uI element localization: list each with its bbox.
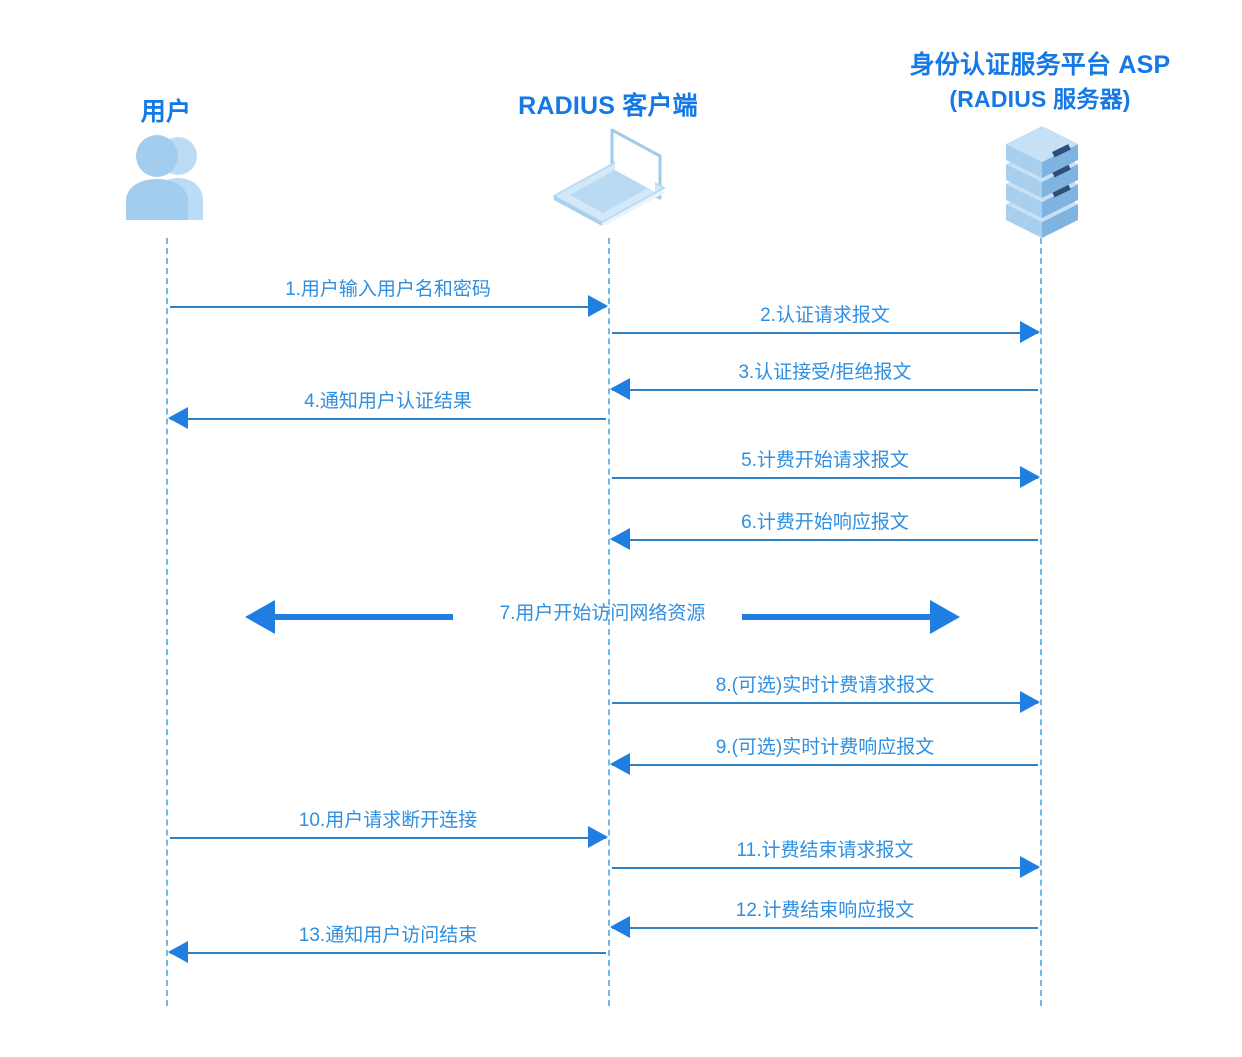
- message-line-4: [170, 418, 606, 420]
- message-line-1: [170, 306, 606, 308]
- arrow-head-left-icon: [610, 378, 630, 400]
- server-rack-icon: [996, 120, 1088, 240]
- actor-title-user: 用户: [36, 92, 296, 128]
- arrow-head-right-icon: [588, 826, 608, 848]
- arrow-head-right-icon: [930, 600, 960, 634]
- message-arrow-4: 4.通知用户认证结果: [168, 382, 606, 429]
- message-arrow-10: 10.用户请求断开连接: [170, 801, 608, 848]
- arrow-head-left-icon: [245, 600, 275, 634]
- arrow-head-right-icon: [1020, 691, 1040, 713]
- message-arrow-12: 12.计费结束响应报文: [610, 891, 1038, 938]
- actor-title-server-line1: 身份认证服务平台 ASP: [909, 51, 1171, 79]
- arrow-head-right-icon: [1020, 321, 1040, 343]
- message-line-11: [612, 867, 1038, 869]
- message-label-5: 5.计费开始请求报文: [741, 450, 909, 471]
- message-arrow-8: 8.(可选)实时计费请求报文: [612, 666, 1040, 713]
- message-arrow-13: 13.通知用户访问结束: [168, 916, 606, 963]
- message-arrow-3: 3.认证接受/拒绝报文: [610, 353, 1038, 400]
- message-label-11: 11.计费结束请求报文: [736, 840, 914, 861]
- arrow-head-left-icon: [168, 407, 188, 429]
- arrow-head-right-icon: [588, 295, 608, 317]
- message-label-2: 2.认证请求报文: [760, 305, 890, 326]
- message-label-4: 4.通知用户认证结果: [304, 391, 472, 412]
- message-line-2: [612, 332, 1038, 334]
- lifeline-client: [608, 238, 610, 1006]
- message-line-3: [612, 389, 1038, 391]
- message-line-13: [170, 952, 606, 954]
- message-line-8: [612, 702, 1038, 704]
- arrow-head-right-icon: [1020, 856, 1040, 878]
- message-line-7-right: [742, 614, 934, 620]
- actor-title-user-line1: 用户: [140, 98, 192, 126]
- message-arrow-5: 5.计费开始请求报文: [612, 441, 1040, 488]
- lifeline-server: [1040, 238, 1042, 1006]
- message-label-8: 8.(可选)实时计费请求报文: [715, 675, 935, 696]
- message-label-3: 3.认证接受/拒绝报文: [738, 362, 912, 383]
- arrow-head-left-icon: [610, 528, 630, 550]
- arrow-head-left-icon: [610, 916, 630, 938]
- message-line-5: [612, 477, 1038, 479]
- message-label-13: 13.通知用户访问结束: [298, 925, 478, 946]
- message-line-10: [170, 837, 606, 839]
- message-label-1: 1.用户输入用户名和密码: [285, 279, 491, 300]
- arrow-head-left-icon: [168, 941, 188, 963]
- actor-title-server: 身份认证服务平台 ASP (RADIUS 服务器): [855, 48, 1225, 116]
- message-line-7-left: [271, 614, 453, 620]
- message-label-12: 12.计费结束响应报文: [735, 900, 915, 921]
- actor-title-server-line2: (RADIUS 服务器): [949, 86, 1131, 112]
- message-arrow-7: 7.用户开始访问网络资源: [245, 592, 960, 644]
- message-label-10: 10.用户请求断开连接: [298, 810, 478, 831]
- message-arrow-1: 1.用户输入用户名和密码: [170, 270, 608, 317]
- message-label-9: 9.(可选)实时计费响应报文: [715, 737, 935, 758]
- message-arrow-9: 9.(可选)实时计费响应报文: [610, 728, 1038, 775]
- lifeline-user: [166, 238, 168, 1006]
- message-arrow-11: 11.计费结束请求报文: [612, 831, 1040, 878]
- arrow-head-left-icon: [610, 753, 630, 775]
- message-label-7: 7.用户开始访问网络资源: [499, 603, 706, 624]
- arrow-head-right-icon: [1020, 466, 1040, 488]
- actor-title-client-line1: RADIUS 客户端: [518, 92, 698, 120]
- actor-title-client: RADIUS 客户端: [468, 86, 748, 122]
- message-label-6: 6.计费开始响应报文: [741, 512, 909, 533]
- message-line-6: [612, 539, 1038, 541]
- message-arrow-2: 2.认证请求报文: [612, 296, 1040, 343]
- users-icon: [120, 128, 216, 224]
- laptop-icon: [548, 126, 672, 230]
- message-arrow-6: 6.计费开始响应报文: [610, 503, 1038, 550]
- message-line-9: [612, 764, 1038, 766]
- message-line-12: [612, 927, 1038, 929]
